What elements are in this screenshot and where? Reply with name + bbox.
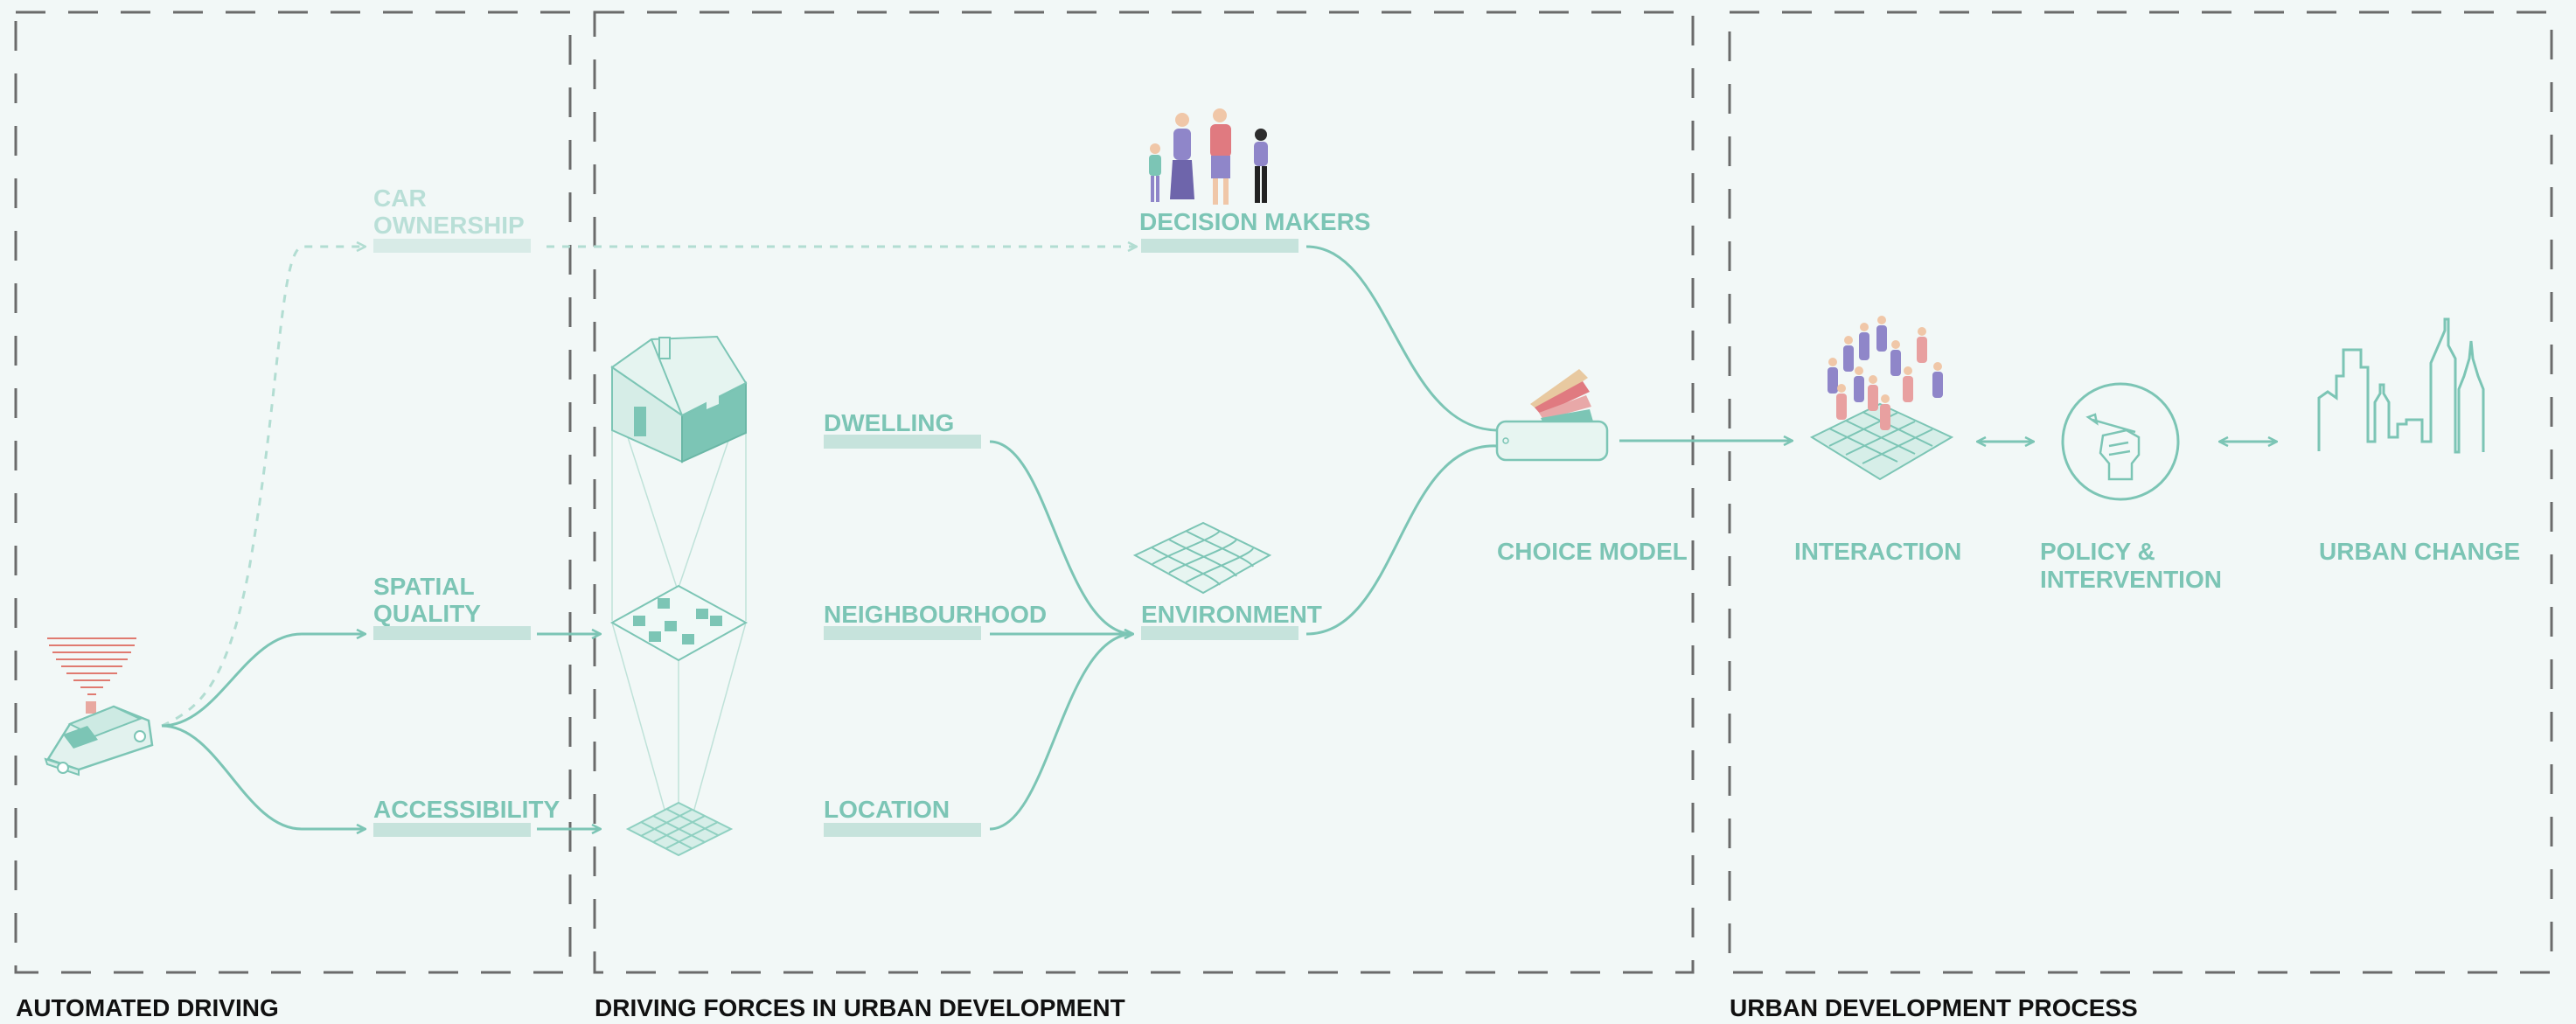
- label-neighbourhood: NEIGHBOURHOOD: [824, 601, 1047, 628]
- bar-environment: [1141, 626, 1298, 640]
- choice-model-swatch-icon: [1495, 369, 1609, 462]
- label-spatial-line1: SPATIAL: [373, 573, 475, 600]
- bar-location: [824, 823, 981, 837]
- label-car-ownership-line2: OWNERSHIP: [373, 212, 525, 239]
- label-dwelling: DWELLING: [824, 409, 954, 436]
- label-spatial-line2: QUALITY: [373, 600, 481, 627]
- label-urban-change: URBAN CHANGE: [2319, 538, 2520, 565]
- bar-car-ownership: [373, 239, 531, 253]
- frame-urban-process: [1728, 10, 2553, 974]
- urban-skyline-icon: [2317, 317, 2485, 454]
- neighbourhood-plate-icon: [609, 584, 748, 662]
- policy-hand-pen-icon: [2061, 382, 2180, 501]
- automated-car-icon: [44, 637, 154, 777]
- label-policy-line2: INTERVENTION: [2040, 566, 2222, 593]
- bar-decision-makers: [1141, 239, 1298, 253]
- label-decision-makers: DECISION MAKERS: [1139, 208, 1370, 235]
- bar-neighbourhood: [824, 626, 981, 640]
- flow-decision-to-choice: [1305, 245, 1498, 432]
- label-policy-line1: POLICY &: [2040, 538, 2155, 565]
- flow-location-to-environment: [989, 634, 1133, 831]
- flow-car-to-accessibility: [161, 724, 366, 829]
- section-urban-process: URBAN DEVELOPMENT PROCESS: [1730, 994, 2138, 1021]
- section-driving-forces: DRIVING FORCES IN URBAN DEVELOPMENT: [595, 994, 1125, 1021]
- section-automated-driving: AUTOMATED DRIVING: [16, 994, 279, 1021]
- sensor-signal-icon: [47, 637, 136, 695]
- house-icon: [610, 335, 748, 463]
- label-accessibility: ACCESSIBILITY: [373, 796, 560, 823]
- label-environment: ENVIRONMENT: [1141, 601, 1322, 628]
- frame-automated-driving: [14, 10, 572, 974]
- label-choice-model: CHOICE MODEL: [1497, 538, 1688, 565]
- label-car-ownership-line1: CAR: [373, 185, 427, 212]
- bar-spatial-quality: [373, 626, 531, 640]
- flow-car-to-ownership: [161, 247, 366, 728]
- flow-dwelling-to-environment: [989, 440, 1133, 634]
- family-people-icon: [1149, 108, 1268, 205]
- bar-dwelling: [824, 435, 981, 449]
- label-interaction: INTERACTION: [1794, 538, 1961, 565]
- frame-driving-forces: [593, 10, 1695, 974]
- location-grid-icon: [625, 801, 734, 857]
- environment-terrain-icon: [1132, 521, 1272, 595]
- bar-accessibility: [373, 823, 531, 837]
- interaction-crowd-icon: [1809, 316, 1954, 481]
- flow-environment-to-choice: [1305, 444, 1498, 636]
- flow-car-to-spatial: [161, 634, 366, 728]
- label-location: LOCATION: [824, 796, 950, 823]
